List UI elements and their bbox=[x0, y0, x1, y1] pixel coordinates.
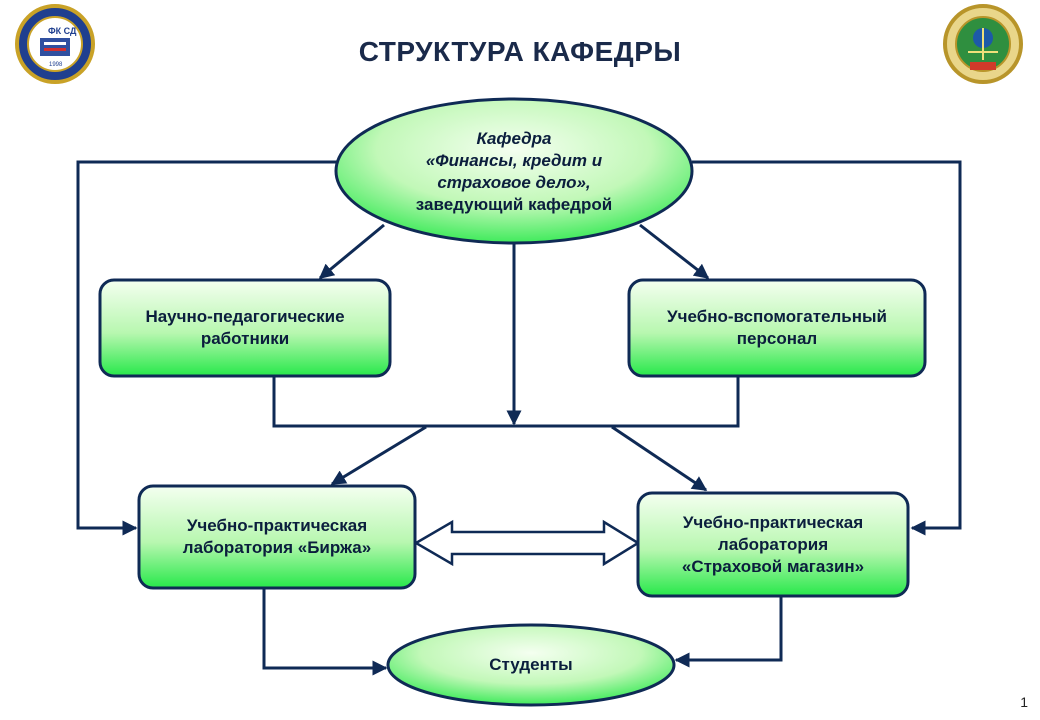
double-arrow-between-labs bbox=[413, 519, 641, 567]
page-title: СТРУКТУРА КАФЕДРЫ bbox=[358, 36, 682, 67]
department-label: Кафедра «Финансы, кредит и страховое дел… bbox=[415, 129, 613, 214]
lab-exchange-box bbox=[137, 484, 417, 590]
teaching-staff-label: Научно-педагогические работники bbox=[145, 307, 345, 348]
students-ellipse bbox=[386, 623, 676, 707]
arrow-dept-to-lab-exchange bbox=[76, 160, 337, 536]
support-staff-label: Учебно-вспомогательный персонал bbox=[667, 307, 887, 348]
page-number: 1 bbox=[1020, 694, 1028, 710]
arrow-lab-insurance-to-students bbox=[674, 596, 783, 668]
arrow-lab-exchange-to-students bbox=[262, 588, 388, 676]
left-logo-text: ФК СД bbox=[48, 26, 77, 36]
support-staff-box bbox=[627, 278, 927, 378]
arrow-dept-to-support bbox=[639, 223, 710, 280]
university-logo-left: ФК СД 1998 bbox=[15, 4, 95, 84]
connectors bbox=[76, 160, 962, 676]
arrow-dept-to-lab-insurance bbox=[692, 160, 962, 536]
arrow-bar-to-lab-exchange bbox=[330, 425, 427, 486]
arrow-dept-to-teaching bbox=[318, 223, 385, 280]
faculty-logo-right bbox=[943, 4, 1023, 84]
lab-insurance-box bbox=[636, 491, 910, 598]
arrow-bar-to-lab-insurance bbox=[611, 425, 708, 492]
teaching-staff-box bbox=[98, 278, 392, 378]
students-label: Студенты bbox=[489, 655, 573, 674]
svg-text:1998: 1998 bbox=[49, 62, 63, 68]
staff-collector-line bbox=[272, 376, 740, 428]
department-ellipse bbox=[334, 97, 694, 245]
lab-insurance-label: Учебно-практическая лаборатория «Страхов… bbox=[681, 512, 865, 576]
lab-exchange-label: Учебно-практическая лаборатория «Биржа» bbox=[182, 516, 372, 557]
